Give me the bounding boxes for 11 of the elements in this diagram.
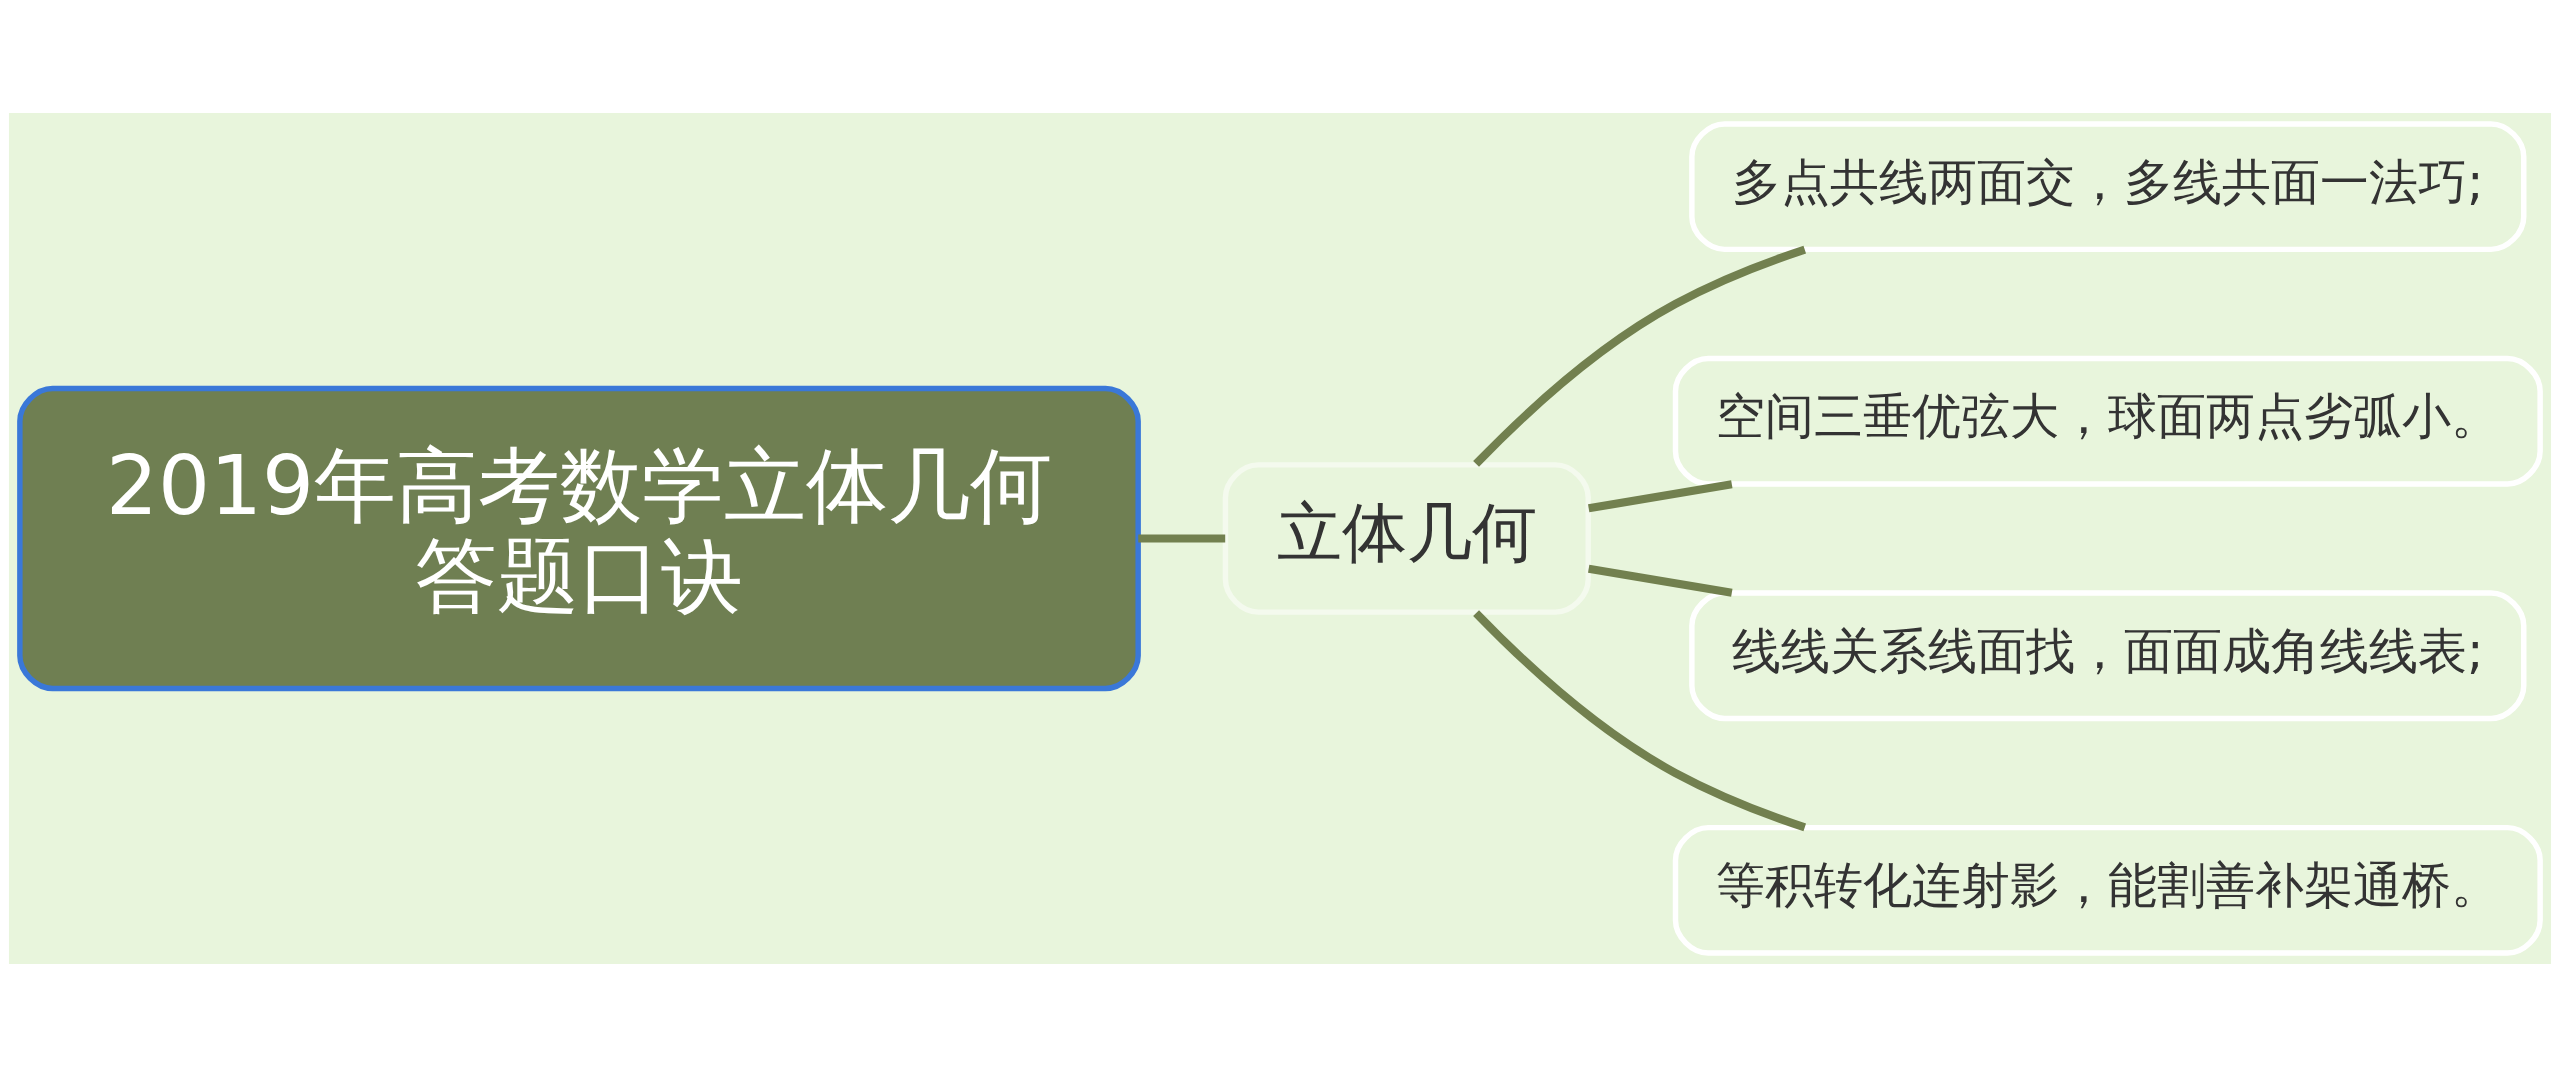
node-box: 线线关系线面找，面面成角线线表; — [1689, 589, 2527, 721]
node-box: 2019年高考数学立体几何答题口诀 — [17, 385, 1141, 691]
connector — [1588, 564, 1733, 597]
connector — [1588, 479, 1733, 512]
connector — [1473, 245, 1807, 467]
node-box: 多点共线两面交，多线共面一法巧; — [1689, 120, 2527, 252]
node-box: 空间三垂优弦大，球面两点劣弧小。 — [1672, 355, 2543, 487]
node-box: 等积转化连射影，能割善补架通桥。 — [1672, 824, 2543, 956]
node-box: 立体几何 — [1222, 461, 1591, 615]
connector — [1138, 533, 1226, 543]
connector — [1473, 609, 1807, 831]
